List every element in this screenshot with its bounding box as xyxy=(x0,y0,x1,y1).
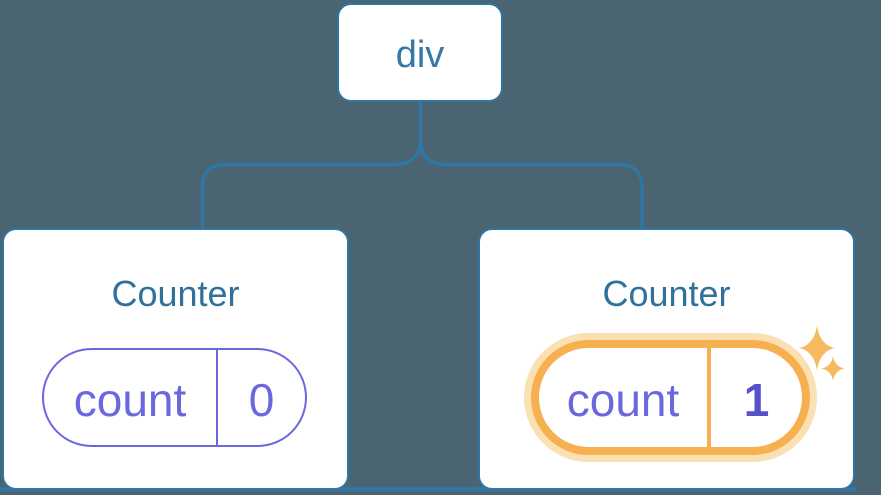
counter-card-right: Counter count 1 xyxy=(478,228,855,490)
state-value: 0 xyxy=(248,373,275,426)
counter-title: Counter xyxy=(602,273,731,314)
state-value-segment: 0 xyxy=(216,350,305,445)
bottom-baseline-rule xyxy=(0,487,856,491)
state-value: 1 xyxy=(743,373,770,426)
state-pill: count 0 xyxy=(42,348,307,447)
sparkle-icon-large xyxy=(799,325,835,371)
sparkle-icon-small xyxy=(821,356,845,381)
state-pill-highlighted: count 1 xyxy=(531,340,810,455)
state-value-segment: 1 xyxy=(707,348,802,447)
counter-title: Counter xyxy=(111,273,240,314)
state-key-segment: count xyxy=(44,350,216,445)
root-node-div: div xyxy=(337,3,503,102)
state-key-segment: count xyxy=(539,348,707,447)
connector-right-branch xyxy=(418,101,644,229)
state-key-label: count xyxy=(73,373,187,426)
state-key-label: count xyxy=(566,373,680,426)
root-node-label: div xyxy=(395,34,445,76)
counter-card-left: Counter count 0 xyxy=(2,228,349,490)
connector-left-branch xyxy=(200,101,423,229)
